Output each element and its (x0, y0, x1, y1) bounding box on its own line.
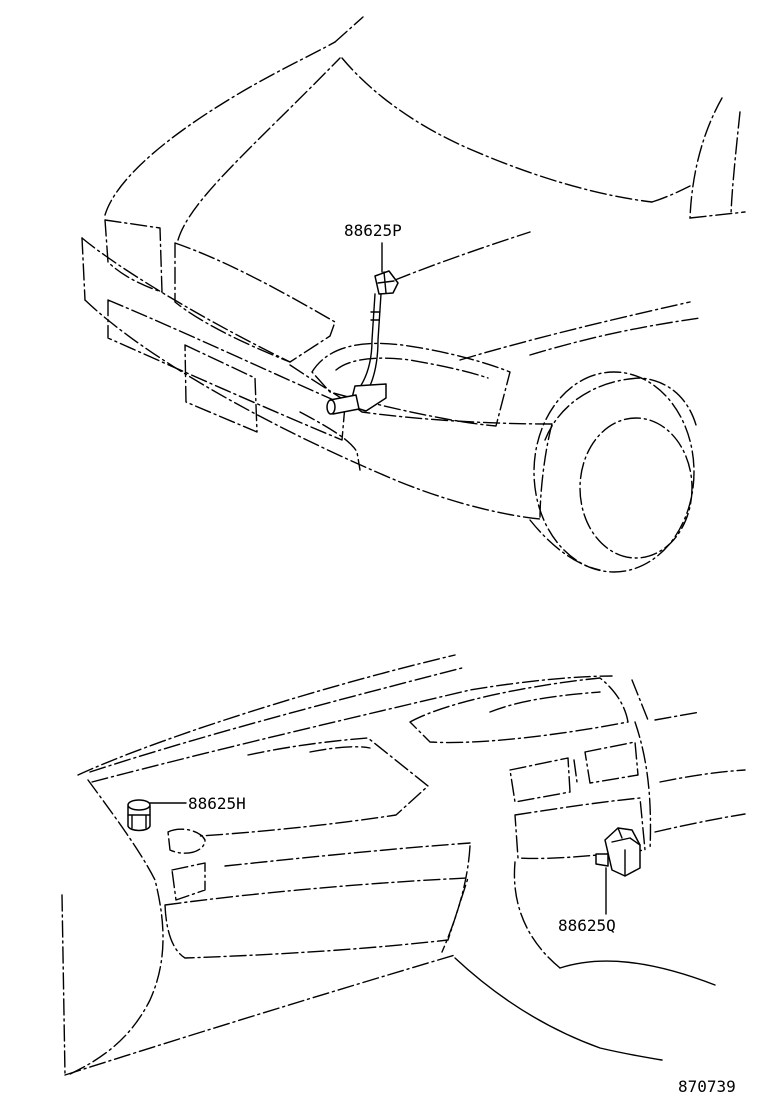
dash-top-edge (91, 675, 613, 783)
windshield-line-1 (77, 654, 456, 776)
part-label-88625H: 88625H (188, 794, 246, 813)
right-headlight-inner (335, 357, 489, 379)
figure-id: 870739 (678, 1077, 736, 1096)
dash-left-side (67, 779, 164, 1076)
tire-outer (533, 371, 695, 573)
seat-line (559, 960, 716, 986)
ambient-sensor-assembly: 88625P (326, 221, 402, 415)
left-lower-vent (171, 862, 206, 901)
sensor-tip (326, 399, 336, 415)
a-pillar-right (631, 679, 649, 721)
solar-sensor-body (127, 805, 151, 832)
right-sensor-assembly: 88625Q (558, 827, 641, 935)
right-headlight (311, 342, 511, 427)
glovebox (164, 877, 469, 959)
windshield-pillar-left (689, 97, 723, 219)
left-dash-panel-inner (309, 746, 371, 753)
tire-bottom (529, 519, 601, 571)
console-left-edge (441, 845, 471, 953)
right-sensor-detail (611, 827, 641, 877)
hood-to-windshield (651, 185, 691, 203)
right-sensor-stub (595, 853, 609, 867)
console-right-edge (513, 861, 561, 969)
bumper-right-top (289, 364, 553, 425)
hood-front-edge (394, 231, 531, 281)
meter-hood-inner (489, 691, 601, 713)
solar-sensor-top (127, 799, 151, 811)
hood-left-edge (104, 41, 336, 216)
sensor-wire-clip (370, 311, 381, 321)
tire-inner (579, 417, 693, 559)
left-dash-panel (199, 737, 429, 837)
solar-sensor-assembly: 88625H (127, 794, 246, 832)
solar-sensor-detail (127, 814, 151, 829)
bumper-bottom-edge (84, 299, 541, 520)
wheel-arch (544, 377, 697, 441)
hood-right-edge (341, 57, 653, 203)
hood-peak (334, 16, 364, 43)
center-panel (514, 797, 646, 860)
door-line-right (659, 769, 746, 783)
meter-hood (409, 677, 629, 744)
center-vent-divider (573, 759, 578, 783)
bumper-lower-line (299, 411, 361, 471)
bumper-top-edge (81, 237, 291, 363)
part-label-88625P: 88625P (344, 221, 402, 240)
bumper-left-corner (81, 237, 86, 301)
hood-center-line (177, 57, 341, 241)
fender-side-line (529, 317, 701, 356)
bumper-lower-slot (107, 299, 346, 441)
windshield-base (689, 211, 746, 219)
part-label-88625Q: 88625Q (558, 916, 616, 935)
center-vent-right (584, 741, 639, 784)
right-sensor-body (604, 827, 641, 877)
center-vent-left (509, 757, 571, 803)
dash-bottom-edge (64, 954, 456, 1076)
car-front-view (81, 16, 746, 573)
a-pillar-right-base (654, 711, 701, 721)
floor-tunnel-line (454, 957, 663, 1061)
dashboard-view (61, 654, 746, 1076)
a-pillar-left (61, 894, 66, 1076)
sensor-connector-detail (377, 271, 395, 294)
left-vent (167, 828, 206, 854)
license-plate (184, 344, 258, 433)
grille (174, 242, 336, 363)
dash-right-edge (634, 721, 652, 851)
door-line-right-2 (654, 813, 746, 833)
sensor-wire-left (357, 293, 376, 391)
fender-top-line (459, 301, 691, 361)
windshield-pillar-right (730, 111, 741, 215)
glovebox-top-line (224, 842, 471, 867)
left-headlight (104, 219, 163, 293)
windshield-line-2 (89, 667, 463, 773)
